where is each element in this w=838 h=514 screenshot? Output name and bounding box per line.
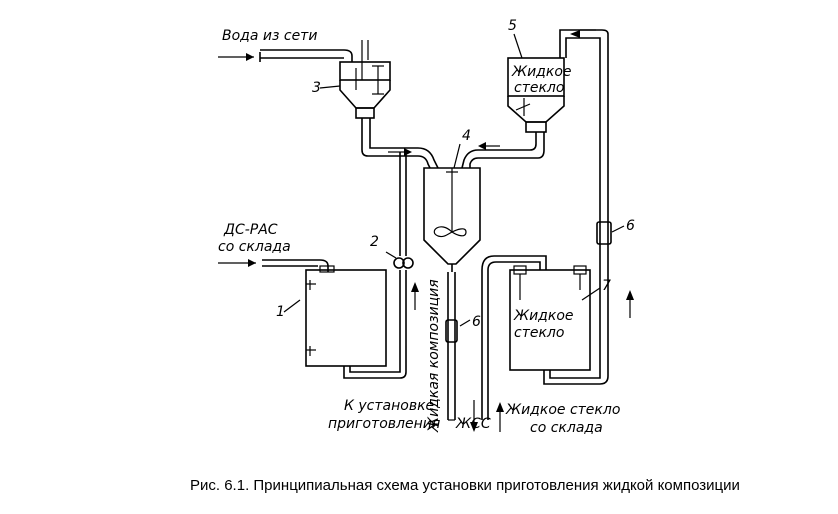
dsras-label-line2: со склада [218, 239, 291, 255]
item-number-3: 3 [312, 80, 321, 96]
item-number-4: 4 [462, 128, 471, 144]
glass-from-storage-line2: со склада [530, 420, 603, 436]
item-number-1: 1 [276, 304, 285, 320]
vertical-pipe-2 [399, 152, 407, 346]
feed-pipes [361, 118, 545, 169]
to-installation-line1: К установке [344, 398, 434, 414]
to-installation-line2: приготовления [328, 416, 440, 432]
up-arrow-left [411, 282, 419, 310]
dsras-label-line1: ДС-РАС [223, 222, 278, 238]
up-arrow-right [626, 290, 634, 318]
item-number-2: 2 [370, 234, 379, 250]
mixer-4 [423, 167, 481, 272]
figure-caption: Рис. 6.1. Принципиальная схема установки… [190, 477, 740, 494]
tank7-label-line2: стекло [514, 325, 564, 341]
zhss-label: ЖСС [455, 416, 491, 432]
valve-2 [385, 251, 414, 269]
return-line [559, 29, 625, 245]
glass-from-storage-line1: Жидкое стекло [505, 402, 620, 418]
liquid-composition-label: Жидкая композиция [426, 279, 442, 433]
tank-1 [283, 265, 407, 379]
item-number-6-upper: 6 [626, 218, 635, 234]
item-number-6-lower: 6 [472, 314, 481, 330]
water-inlet-line [218, 49, 353, 62]
bottom-arrows [470, 400, 504, 432]
output-pipe [445, 272, 471, 421]
glass-hopper-5 [507, 57, 565, 133]
item-number-5: 5 [508, 18, 517, 34]
tank-7 [481, 100, 609, 420]
item-number-7: 7 [602, 278, 611, 294]
tank7-label-line1: Жидкое [513, 308, 574, 324]
water-inlet-label: Вода из сети [222, 28, 317, 44]
tank5-label-line1: Жидкое [511, 64, 572, 80]
water-hopper-3 [339, 40, 391, 119]
tank5-label-line2: стекло [514, 80, 564, 96]
